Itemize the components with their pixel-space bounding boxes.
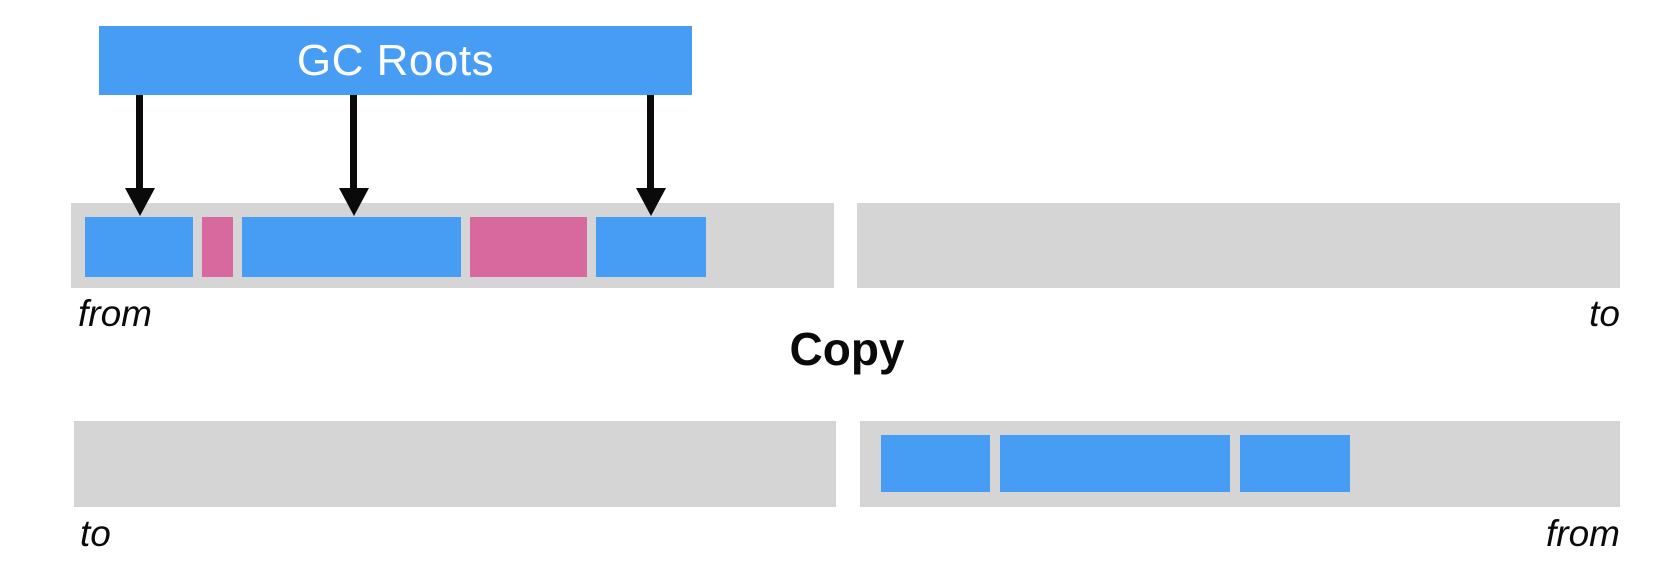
from-space-top-label: from — [78, 293, 152, 334]
copy-action-label: Copy — [789, 323, 905, 375]
arrow-shaft — [350, 95, 357, 190]
from-space-bottom — [860, 421, 1620, 507]
gc-roots-label: GC Roots — [296, 35, 495, 85]
heap-block-live — [85, 217, 193, 277]
gc-root-pointer-arrow — [125, 95, 155, 216]
to-space-bottom-label: to — [80, 513, 111, 554]
heap-block-live — [881, 435, 990, 492]
from-space-top — [71, 203, 834, 288]
heap-block-live — [242, 217, 461, 277]
from-space-bottom-label: from — [1546, 513, 1620, 554]
to-space-bottom — [74, 421, 836, 507]
heap-block-live — [596, 217, 706, 277]
heap-block-live — [1000, 435, 1230, 492]
heap-block-garbage — [202, 217, 233, 277]
heap-block-garbage — [470, 217, 587, 277]
gc-root-pointer-arrow — [339, 95, 369, 216]
to-space-top-label: to — [1589, 293, 1620, 334]
arrow-shaft — [647, 95, 654, 190]
gc-roots-box: GC Roots — [99, 26, 692, 95]
arrow-shaft — [136, 95, 143, 190]
heap-block-live — [1240, 435, 1350, 492]
gc-root-pointer-arrow — [636, 95, 666, 216]
to-space-top — [857, 203, 1620, 288]
